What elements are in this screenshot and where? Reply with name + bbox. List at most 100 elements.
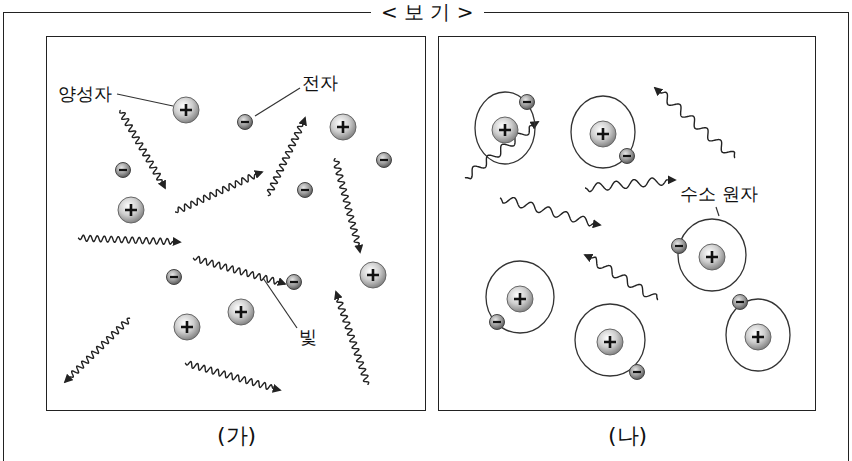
panel-caption: (가) [217, 422, 256, 450]
electron [630, 365, 645, 380]
proton [330, 114, 356, 140]
electron [167, 270, 182, 285]
minus-sign [290, 281, 298, 283]
plus-sign [604, 336, 616, 348]
light-wave [193, 257, 285, 284]
electron-ball [520, 95, 535, 110]
electron-ball [238, 115, 253, 130]
electron [733, 295, 748, 310]
proton [173, 97, 199, 123]
plus-sign [706, 251, 718, 263]
proton [118, 197, 144, 223]
light-wave [268, 118, 306, 196]
proton [360, 262, 386, 288]
electron-ball [620, 149, 635, 164]
proton-ball [507, 286, 533, 312]
electron-ball [377, 153, 392, 168]
proton-ball [745, 324, 771, 350]
minus-sign [301, 189, 309, 191]
electron-orbit [486, 261, 554, 333]
light-wave [465, 122, 538, 179]
light-wave [175, 172, 262, 212]
plus-sign [181, 321, 193, 333]
minus-sign [119, 169, 127, 171]
electron [116, 163, 131, 178]
minus-sign [675, 245, 683, 247]
light-wave [500, 198, 600, 226]
leader-lines [117, 88, 719, 328]
proton-ball [360, 262, 386, 288]
light-wave [78, 235, 180, 244]
plus-sign [597, 128, 609, 140]
part-label: 빛 [299, 326, 317, 348]
proton-ball [597, 329, 623, 355]
light-wave [334, 158, 360, 252]
electron [238, 115, 253, 130]
electron-ball [733, 295, 748, 310]
proton [597, 329, 623, 355]
minus-sign [493, 321, 501, 323]
leader-line [255, 88, 300, 116]
proton-ball [492, 117, 518, 143]
electron [287, 275, 302, 290]
minus-sign [241, 121, 249, 123]
plus-sign [499, 124, 511, 136]
electron-ball [490, 315, 505, 330]
proton [174, 314, 200, 340]
leader-line [117, 94, 173, 106]
electron [377, 153, 392, 168]
part-label: 수소 원자 [680, 183, 758, 205]
proton-ball [330, 114, 356, 140]
electron [620, 149, 635, 164]
electron-ball [116, 163, 131, 178]
light-wave [185, 362, 280, 390]
plus-sign [752, 331, 764, 343]
minus-sign [170, 276, 178, 278]
plus-sign [180, 104, 192, 116]
minus-sign [523, 101, 531, 103]
frame-title: < 보 기 > [371, 0, 484, 25]
electron-orbit [571, 96, 635, 168]
plus-sign [125, 204, 137, 216]
electron [490, 315, 505, 330]
proton [699, 244, 725, 270]
proton-ball [699, 244, 725, 270]
plus-sign [337, 121, 349, 133]
minus-sign [380, 159, 388, 161]
plus-sign [367, 269, 379, 281]
light-wave [585, 178, 675, 192]
panel-box: (나) [438, 36, 816, 411]
leader-line [716, 207, 719, 216]
electron-ball [672, 239, 687, 254]
part-label: 전자 [302, 72, 338, 94]
minus-sign [623, 155, 631, 157]
electron-orbit [475, 92, 535, 164]
part-label: 양성자 [58, 83, 112, 105]
light-wave [585, 255, 658, 300]
electron-orbit [726, 299, 790, 371]
proton-ball [173, 97, 199, 123]
proton-ball [228, 299, 254, 325]
minus-sign [633, 371, 641, 373]
proton-ball [174, 314, 200, 340]
proton [492, 117, 518, 143]
electron-ball [287, 275, 302, 290]
electron [672, 239, 687, 254]
electron-ball [298, 183, 313, 198]
proton-ball [118, 197, 144, 223]
light-wave [65, 318, 130, 382]
proton [590, 121, 616, 147]
light-waves [65, 88, 735, 390]
electron [520, 95, 535, 110]
proton-ball [590, 121, 616, 147]
plus-sign [514, 293, 526, 305]
plus-sign [235, 306, 247, 318]
panel-caption: (나) [608, 422, 647, 450]
electron-orbit [678, 219, 746, 291]
proton [745, 324, 771, 350]
light-wave [336, 292, 369, 385]
electron-ball [630, 365, 645, 380]
